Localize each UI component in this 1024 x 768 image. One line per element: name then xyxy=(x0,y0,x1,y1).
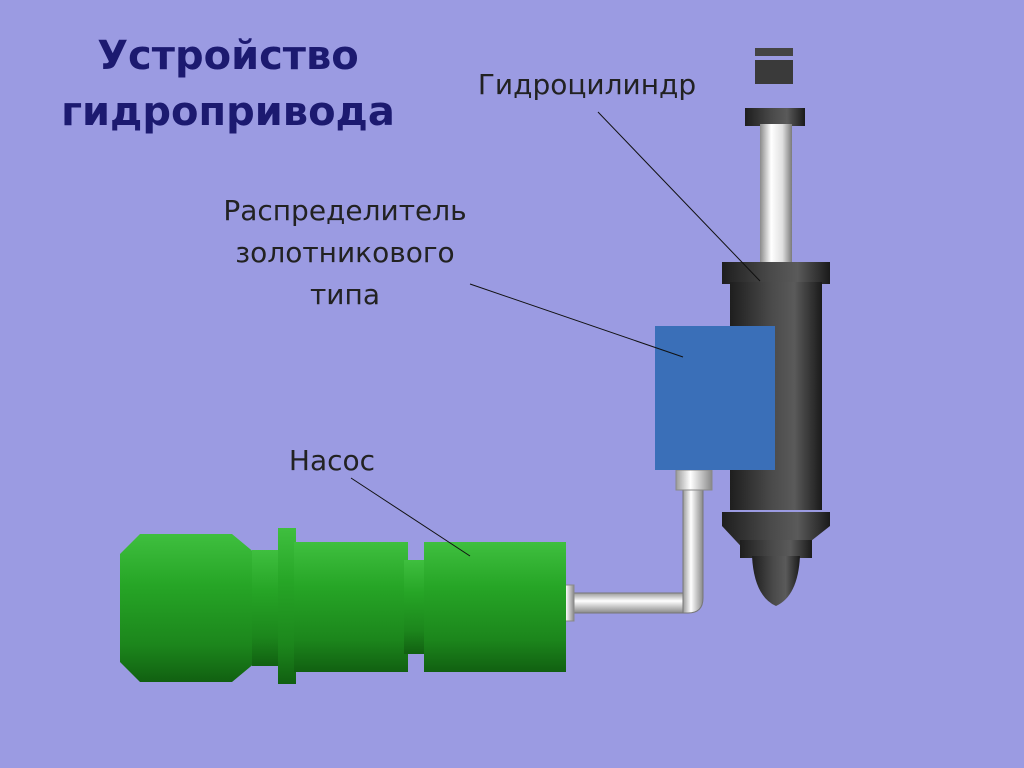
label-distributor: Распределитель золотникового типа xyxy=(190,190,500,316)
label-distributor-line-1: Распределитель xyxy=(223,194,467,227)
leader-line-distributor xyxy=(469,283,684,358)
pipe xyxy=(559,469,713,622)
label-distributor-line-2: золотникового xyxy=(235,236,455,269)
hydraulic-cylinder xyxy=(722,48,830,606)
spool-distributor xyxy=(655,326,775,470)
label-pump: Насос xyxy=(262,440,402,482)
label-cylinder: Гидроцилиндр xyxy=(452,64,722,106)
slide-title: Устройство гидропривода xyxy=(18,28,438,140)
title-line-2: гидропривода xyxy=(61,89,395,135)
title-line-1: Устройство xyxy=(97,33,359,79)
leader-line-cylinder xyxy=(597,111,761,282)
leader-line-pump xyxy=(350,477,471,557)
pump xyxy=(120,528,566,684)
label-pump-text: Насос xyxy=(288,444,376,477)
label-distributor-line-3: типа xyxy=(310,278,380,311)
label-cylinder-text: Гидроцилиндр xyxy=(477,68,697,101)
